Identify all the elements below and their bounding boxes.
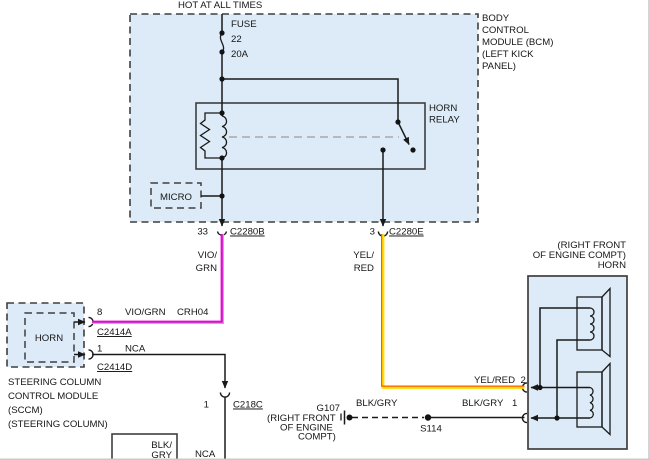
ground-g107-callout: G107 (RIGHT FRONT OF ENGINE COMPT): [267, 403, 340, 443]
connector-c2414a-callout: 8 VIO/GRN CRH04 C2414A: [97, 307, 209, 338]
junction-dots: [219, 30, 560, 421]
svg-text:CONTROL MODULE: CONTROL MODULE: [8, 391, 98, 402]
svg-text:20A: 20A: [231, 49, 249, 60]
svg-text:BODY: BODY: [482, 13, 510, 24]
splice-s114-label: S114: [420, 424, 442, 435]
svg-text:COMPT): COMPT): [298, 432, 336, 443]
pin-3-label: 3: [370, 227, 375, 238]
relay-switch-arm: [397, 121, 410, 146]
wire-yelred-label: YEL/RED: [474, 375, 515, 386]
horn-speaker-bottom: [576, 361, 611, 437]
pin-33-label: 33: [197, 227, 208, 238]
svg-text:CONTROL: CONTROL: [482, 25, 530, 36]
horn-relay-label: HORN RELAY: [429, 103, 460, 126]
sccm-output-arrows: [74, 318, 86, 358]
svg-text:(SCCM): (SCCM): [8, 405, 43, 416]
sccm-name-label: STEERING COLUMN CONTROL MODULE (SCCM) (S…: [8, 377, 108, 430]
wire-color-red-label: RED: [354, 263, 374, 274]
horn-relay-box: [195, 102, 426, 170]
relay-feed-wire: [222, 78, 399, 122]
horn-internal-wiring: [530, 307, 590, 422]
wire-blkgry-label-2: BLK/GRY: [462, 398, 504, 409]
connector-c2414d-callout: 1 NCA C2414D: [97, 344, 146, 374]
connector-c218c-symbol: [219, 392, 231, 398]
connector-c2280b-callout: 33 C2280B VIO/ GRN: [196, 227, 265, 275]
connector-c2414a-label[interactable]: C2414A: [97, 327, 132, 338]
relay-coil: [221, 52, 228, 159]
svg-text:OF ENGINE COMPT): OF ENGINE COMPT): [533, 250, 626, 261]
svg-text:HORN: HORN: [429, 103, 457, 114]
horn-switch-label: HORN: [35, 333, 63, 344]
svg-text:BLK/: BLK/: [151, 440, 172, 451]
wire-color-vio-label: VIO/: [198, 250, 218, 261]
svg-text:OF ENGINE: OF ENGINE: [280, 423, 333, 434]
wire-nca-label: NCA: [125, 344, 146, 355]
wire-color-viogrn-label: VIO/GRN: [125, 307, 166, 318]
sccm-horn-switch-box: [24, 312, 75, 363]
connector-c2280b-label[interactable]: C2280B: [230, 227, 265, 238]
ground-symbol-g107: [340, 410, 346, 425]
ground-name-label: G107: [317, 403, 340, 414]
micro-label: MICRO: [160, 192, 192, 203]
svg-text:(LEFT KICK: (LEFT KICK: [482, 49, 534, 60]
splice-s114-dot: [424, 414, 432, 421]
svg-text:(RIGHT FRONT: (RIGHT FRONT: [267, 413, 336, 424]
horn-pin2-label: 2: [521, 375, 526, 386]
svg-text:(RIGHT FRONT: (RIGHT FRONT: [557, 240, 626, 251]
svg-text:22: 22: [231, 34, 242, 45]
connector-c2280e-label[interactable]: C2280E: [389, 227, 424, 238]
wire-color-grn-label: GRN: [196, 263, 217, 274]
svg-text:GRY: GRY: [151, 450, 172, 460]
c218c-pin-label: 1: [204, 400, 209, 411]
nca-bottom-label: NCA: [195, 449, 216, 460]
circuit-crh04-label: CRH04: [177, 307, 209, 318]
bcm-name-label: BODY CONTROL MODULE (BCM) (LEFT KICK PAN…: [482, 13, 553, 72]
connector-c218c-callout: 1 C218C: [204, 400, 263, 411]
cutoff-wire-box: [111, 433, 178, 460]
horn-pin1-label: 1: [512, 398, 517, 409]
fuse-label: FUSE 22 20A: [231, 19, 257, 60]
svg-text:STEERING COLUMN: STEERING COLUMN: [8, 377, 101, 388]
wire-blkgry-label-1: BLK/GRY: [356, 398, 398, 409]
wire-nca: [92, 353, 229, 460]
wire-yel-red: [381, 234, 525, 389]
svg-text:HORN: HORN: [598, 260, 626, 271]
pin-1-label: 1: [97, 344, 102, 355]
relay-resistor: [199, 112, 222, 159]
hot-at-all-times-label: HOT AT ALL TIMES: [178, 0, 262, 11]
ground-dot: [346, 414, 353, 421]
svg-text:RELAY: RELAY: [429, 115, 460, 126]
bcm-module-box: [129, 13, 479, 223]
horn-name-label: (RIGHT FRONT OF ENGINE COMPT) HORN: [533, 240, 626, 271]
pin-8-label: 8: [97, 307, 102, 318]
connector-c218c-label[interactable]: C218C: [233, 400, 263, 411]
connector-c2280e-callout: 3 C2280E YEL/ RED: [353, 227, 423, 275]
relay-control-wire: [201, 158, 226, 227]
svg-text:PANEL): PANEL): [482, 61, 516, 72]
wire-color-yel-label: YEL/: [353, 250, 374, 261]
horn-speaker-top: [576, 286, 611, 358]
svg-text:(STEERING COLUMN): (STEERING COLUMN): [8, 419, 108, 430]
connector-c2414d-label[interactable]: C2414D: [97, 362, 132, 373]
cutoff-box-label: BLK/ GRY: [151, 440, 172, 460]
wire-vio-grn: [92, 234, 224, 324]
svg-text:FUSE: FUSE: [231, 19, 257, 30]
svg-text:MODULE (BCM): MODULE (BCM): [482, 37, 553, 48]
